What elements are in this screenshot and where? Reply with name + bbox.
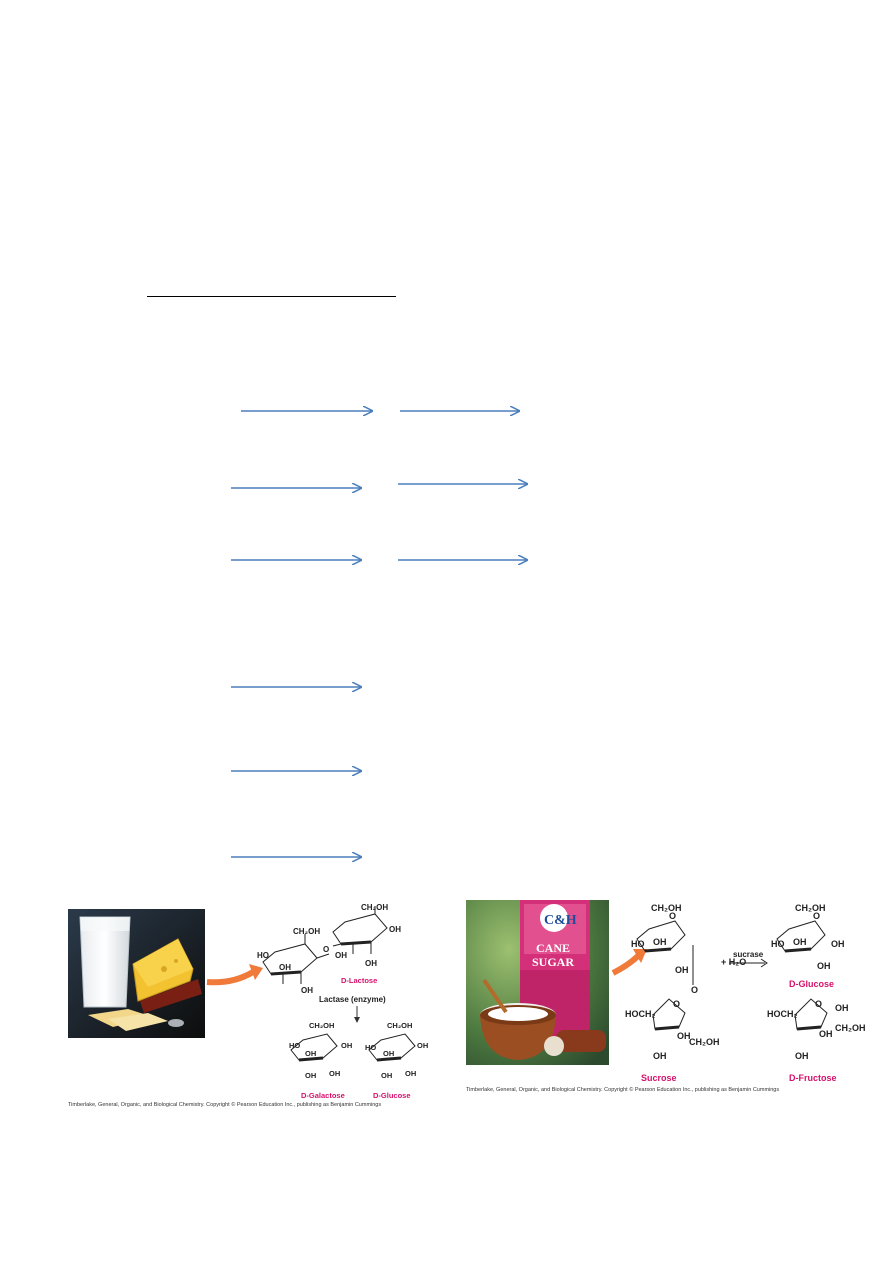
svg-text:OH: OH	[389, 925, 401, 934]
svg-text:OH: OH	[417, 1041, 428, 1050]
galactose-label: D-Galactose	[301, 1091, 345, 1100]
svg-text:OH: OH	[675, 965, 689, 975]
svg-text:HO: HO	[771, 939, 785, 949]
svg-text:O: O	[813, 911, 820, 921]
sucrase-label: sucrase	[733, 950, 764, 959]
svg-text:+ H₂O: + H₂O	[721, 957, 746, 967]
svg-text:O: O	[323, 945, 329, 954]
right-caption: Timberlake, General, Organic, and Biolog…	[466, 1087, 780, 1093]
svg-text:OH: OH	[831, 939, 845, 949]
svg-text:OH: OH	[279, 963, 291, 972]
svg-text:CH₂OH: CH₂OH	[835, 1023, 866, 1033]
heading-underline	[147, 296, 396, 297]
svg-text:OH: OH	[677, 1031, 691, 1041]
svg-text:O: O	[815, 999, 822, 1009]
svg-text:OH: OH	[305, 1071, 316, 1080]
svg-text:OH: OH	[653, 937, 667, 947]
cane-text: CANE	[536, 941, 570, 955]
fructose-product-label: D-Fructose	[789, 1073, 837, 1083]
svg-text:CH₂OH: CH₂OH	[795, 903, 826, 913]
svg-text:CH₂OH: CH₂OH	[361, 903, 388, 912]
svg-text:CH₂OH: CH₂OH	[309, 1021, 334, 1030]
svg-text:O: O	[691, 985, 698, 995]
lactase-label: Lactase (enzyme)	[319, 995, 386, 1004]
svg-text:O: O	[673, 999, 680, 1009]
svg-text:OH: OH	[383, 1049, 394, 1058]
svg-text:HO: HO	[289, 1041, 300, 1050]
svg-text:OH: OH	[381, 1071, 392, 1080]
svg-text:CH₂OH: CH₂OH	[293, 927, 320, 936]
svg-text:OH: OH	[301, 986, 313, 995]
cane-sugar-photo: C&H CANE SUGAR	[466, 900, 609, 1065]
svg-text:HO: HO	[631, 939, 645, 949]
lactose-label: D-Lactose	[341, 976, 377, 985]
svg-text:OH: OH	[335, 951, 347, 960]
svg-text:HO: HO	[257, 951, 269, 960]
svg-text:CH₂OH: CH₂OH	[689, 1037, 720, 1047]
svg-text:CH₂OH: CH₂OH	[387, 1021, 412, 1030]
svg-text:OH: OH	[795, 1051, 809, 1061]
svg-text:OH: OH	[817, 961, 831, 971]
svg-text:OH: OH	[405, 1069, 416, 1078]
svg-text:OH: OH	[793, 937, 807, 947]
glucose-product-label: D-Glucose	[789, 979, 834, 989]
reaction-arrows	[231, 0, 893, 880]
svg-text:OH: OH	[365, 959, 377, 968]
milk-cheese-photo	[68, 909, 205, 1038]
svg-text:OH: OH	[305, 1049, 316, 1058]
left-caption: Timberlake, General, Organic, and Biolog…	[68, 1102, 382, 1108]
glucose-label: D-Glucose	[373, 1091, 411, 1100]
svg-text:O: O	[669, 911, 676, 921]
svg-text:OH: OH	[819, 1029, 833, 1039]
svg-text:OH: OH	[329, 1069, 340, 1078]
svg-text:OH: OH	[341, 1041, 352, 1050]
svg-text:HO: HO	[365, 1043, 376, 1052]
sugar-text: SUGAR	[532, 955, 574, 969]
svg-text:OH: OH	[835, 1003, 849, 1013]
sucrose-label: Sucrose	[641, 1073, 677, 1083]
ch-logo: C&H	[544, 913, 577, 928]
svg-text:OH: OH	[653, 1051, 667, 1061]
svg-text:HOCH₂: HOCH₂	[625, 1009, 656, 1019]
svg-text:CH₂OH: CH₂OH	[651, 903, 682, 913]
svg-text:HOCH₂: HOCH₂	[767, 1009, 798, 1019]
